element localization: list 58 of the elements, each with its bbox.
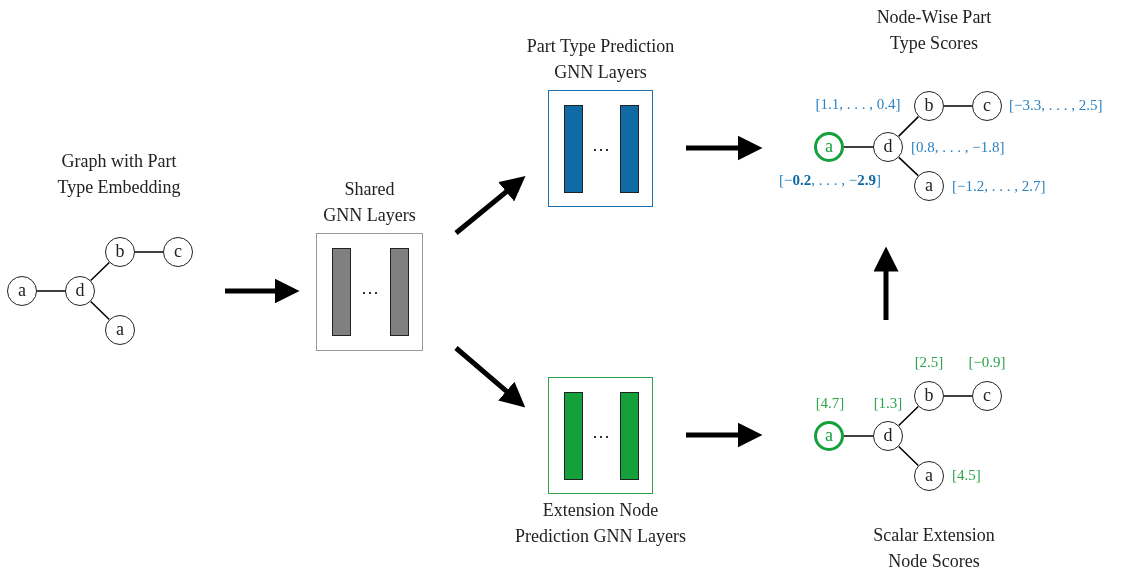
graph-edge-line bbox=[943, 105, 973, 107]
score-label: [−0.9] bbox=[968, 353, 1006, 371]
ellipsis: ⋯ bbox=[360, 283, 379, 301]
layer-bar bbox=[620, 105, 639, 193]
graph-title: Scalar Extension Node Scores bbox=[872, 524, 996, 573]
layer-bar bbox=[620, 392, 639, 480]
graph-edge-line bbox=[90, 261, 110, 282]
graph-edge-line bbox=[843, 146, 874, 148]
graph-node-circle: b bbox=[914, 91, 944, 121]
block-title: Part Type Prediction GNN Layers bbox=[525, 35, 676, 84]
score-label: [4.5] bbox=[952, 466, 981, 484]
graph-node-circle: a bbox=[814, 421, 844, 451]
graph-edge-line bbox=[134, 251, 164, 253]
graph-node-circle: a bbox=[814, 132, 844, 162]
layer-bar bbox=[564, 392, 583, 480]
score-label: [1.3] bbox=[873, 394, 903, 412]
score-label: [1.1, . . . , 0.4] bbox=[815, 95, 901, 113]
score-label: [2.5] bbox=[914, 353, 944, 371]
ellipsis: ⋯ bbox=[591, 139, 610, 158]
graph-node-circle: d bbox=[873, 132, 903, 162]
layer-bar bbox=[332, 248, 351, 336]
graph-node-circle: a bbox=[914, 171, 944, 201]
layer-bar bbox=[564, 105, 583, 193]
arrow bbox=[873, 246, 899, 320]
arrow bbox=[454, 346, 526, 408]
block-title: Extension Node Prediction GNN Layers bbox=[514, 499, 687, 548]
graph-node-circle: a bbox=[105, 315, 135, 345]
graph-edge-line bbox=[897, 115, 920, 138]
graph-edge-line bbox=[898, 445, 919, 467]
graph-edge-line bbox=[943, 395, 973, 397]
graph-node-circle: a bbox=[7, 276, 37, 306]
graph-node-circle: c bbox=[972, 91, 1002, 121]
block-title: Shared GNN Layers bbox=[322, 178, 417, 227]
graph-node-circle: c bbox=[163, 237, 193, 267]
graph-edge-line bbox=[898, 405, 919, 427]
ellipsis: ⋯ bbox=[591, 426, 610, 445]
graph-title: Graph with Part Type Embedding bbox=[56, 150, 182, 199]
graph-node-circle: a bbox=[914, 461, 944, 491]
graph-node-circle: b bbox=[914, 381, 944, 411]
graph-title: Node-Wise Part Type Scores bbox=[875, 6, 993, 55]
graph-edge-line bbox=[36, 290, 66, 292]
graph-node-circle: c bbox=[972, 381, 1002, 411]
arrow bbox=[686, 422, 763, 448]
score-label: [4.7] bbox=[815, 394, 845, 412]
graph-node-circle: b bbox=[105, 237, 135, 267]
score-label: [−3.3, . . . , 2.5] bbox=[1009, 96, 1103, 114]
graph-node-circle: d bbox=[873, 421, 903, 451]
score-label: [−0.2, . . . , −2.9] bbox=[779, 171, 881, 189]
score-label: [0.8, . . . , −1.8] bbox=[911, 138, 1005, 156]
graph-edge-line bbox=[898, 156, 919, 177]
layer-bar bbox=[390, 248, 409, 336]
graph-node-circle: d bbox=[65, 276, 95, 306]
arrow bbox=[686, 135, 763, 161]
arrow bbox=[454, 175, 526, 235]
graph-edge-line bbox=[90, 300, 110, 321]
score-label: [−1.2, . . . , 2.7] bbox=[952, 177, 1046, 195]
graph-edge-line bbox=[843, 435, 874, 437]
arrow bbox=[225, 278, 300, 304]
